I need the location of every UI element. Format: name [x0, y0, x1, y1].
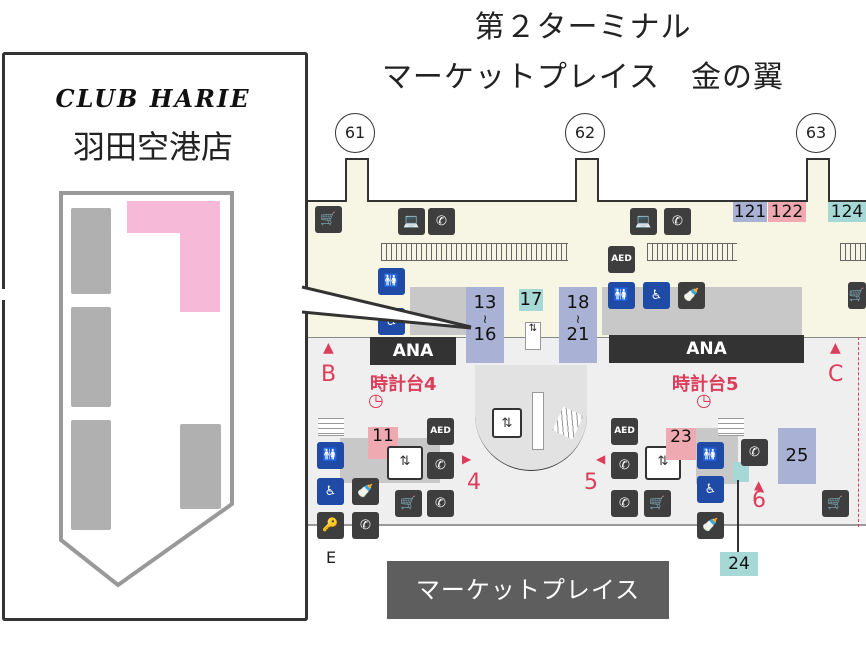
- phone-icon: ✆: [352, 512, 379, 539]
- restroom-icon: 🚻: [378, 268, 405, 295]
- clock-icon: ◷: [696, 390, 712, 411]
- restroom-icon: 🚻: [608, 282, 635, 309]
- gate-63[interactable]: 63: [796, 113, 836, 153]
- exit-b-arrow-icon: ▲: [323, 340, 334, 356]
- terminal-title: 第２ターミナル: [474, 10, 692, 45]
- wheelchair-icon: ♿: [643, 282, 670, 309]
- phone-icon: ✆: [741, 439, 768, 466]
- phone-icon: ✆: [611, 452, 638, 479]
- gate-62[interactable]: 62: [565, 113, 605, 153]
- exit-b-label[interactable]: B: [321, 362, 337, 387]
- moving-walkway-icon: [718, 418, 744, 436]
- shops-13-16[interactable]: 13 ≀ 16: [466, 287, 504, 363]
- aed-icon: AED: [608, 246, 635, 273]
- baggage-cart-icon: 🛒: [848, 282, 866, 309]
- store-logo: CLUB HARIE: [55, 84, 251, 113]
- gate-4-arrow-icon: ▶: [462, 452, 472, 466]
- aed-icon: AED: [611, 418, 638, 445]
- escalator-icon: ⇅: [525, 322, 541, 350]
- shop-24-area: [733, 462, 749, 482]
- exit-e-label[interactable]: E: [326, 548, 337, 567]
- shop-23[interactable]: 23: [666, 428, 696, 460]
- gate-62-pier: [575, 158, 599, 202]
- phone-icon: ✆: [664, 208, 691, 235]
- shop-range-sep: ≀: [482, 312, 488, 326]
- escalator-icon: [532, 392, 544, 450]
- ana-counter-right[interactable]: ANA: [609, 335, 804, 363]
- shop-24-leader-line: [737, 480, 739, 552]
- baggage-cart-icon: 🛒: [315, 206, 342, 233]
- phone-icon: ✆: [427, 490, 454, 517]
- shop-122[interactable]: 122: [768, 202, 806, 222]
- store-branch-name: 羽田空港店: [72, 128, 233, 166]
- phone-icon: ✆: [427, 452, 454, 479]
- exit-c-label[interactable]: C: [828, 362, 844, 387]
- exit-c-arrow-icon: ▲: [830, 340, 841, 356]
- moving-walkway: [840, 243, 866, 261]
- baggage-cart-icon: 🛒: [822, 490, 849, 517]
- shop-range-sep: ≀: [575, 312, 581, 326]
- clock-icon: ◷: [368, 390, 384, 411]
- moving-walkway: [647, 243, 737, 261]
- gate-6-arrow-icon: ▲: [754, 478, 764, 492]
- aed-icon: AED: [427, 418, 454, 445]
- wheelchair-icon: ♿: [317, 478, 344, 505]
- floor-edge-line: [303, 524, 866, 526]
- marketplace-button[interactable]: マーケットプレイス: [387, 561, 669, 619]
- phone-icon: ✆: [428, 208, 455, 235]
- shops-18-21[interactable]: 18 ≀ 21: [559, 287, 597, 363]
- shop-range-start: 18: [566, 292, 590, 313]
- restroom-icon: 🚻: [697, 442, 724, 469]
- gate-5-label[interactable]: 5: [584, 470, 598, 495]
- shop-25[interactable]: 25: [778, 428, 816, 484]
- shop-17[interactable]: 17: [519, 289, 543, 311]
- moving-walkway-icon: [318, 418, 344, 436]
- elevator-icon: ⇅: [387, 446, 423, 480]
- clock-tower-4-label: 時計台4: [370, 374, 437, 395]
- shop-124[interactable]: 124: [828, 202, 866, 222]
- locker-icon: 🔑: [317, 512, 344, 539]
- moving-walkway: [381, 243, 568, 261]
- baggage-cart-icon: 🛒: [644, 490, 671, 517]
- ana-counter-left[interactable]: ANA: [370, 337, 456, 365]
- pc-icon: 💻: [630, 208, 657, 235]
- shop-range-start: 13: [473, 292, 497, 313]
- gate-6-label[interactable]: 6: [752, 488, 766, 513]
- gate-61[interactable]: 61: [335, 113, 375, 153]
- clock-tower-5-label: 時計台5: [672, 374, 739, 395]
- gate-4-label[interactable]: 4: [467, 470, 481, 495]
- gate-61-pier: [345, 158, 369, 202]
- gate-5-arrow-icon: ◀: [596, 452, 606, 466]
- baby-care-icon: 🍼: [697, 512, 724, 539]
- elevator-icon: ⇅: [492, 408, 522, 438]
- pc-icon: 💻: [398, 208, 425, 235]
- baby-care-icon: 🍼: [352, 478, 379, 505]
- shop-121[interactable]: 121: [733, 202, 767, 222]
- boundary-dashed-line: [858, 337, 859, 527]
- baggage-cart-icon: 🛒: [395, 490, 422, 517]
- baby-care-icon: 🍼: [678, 282, 705, 309]
- wheelchair-icon: ♿: [697, 476, 724, 503]
- area-title: マーケットプレイス 金の翼: [381, 60, 785, 95]
- gate-63-pier: [806, 158, 830, 202]
- shop-range-end: 16: [473, 324, 497, 345]
- restroom-icon: 🚻: [317, 442, 344, 469]
- phone-icon: ✆: [611, 490, 638, 517]
- shop-24[interactable]: 24: [720, 552, 758, 576]
- shop-range-end: 21: [566, 324, 590, 345]
